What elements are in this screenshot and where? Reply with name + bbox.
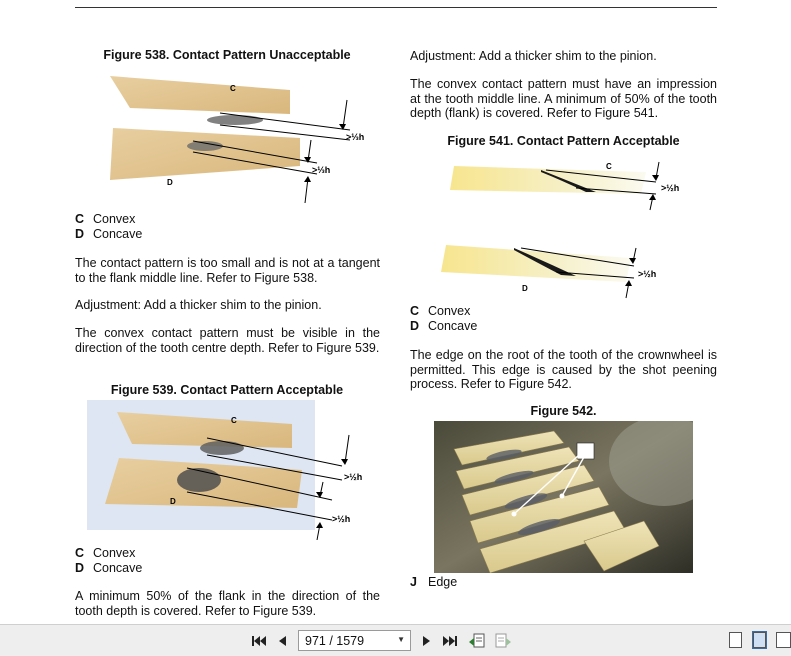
paragraph: Adjustment: Add a thicker shim to the pi… (410, 49, 657, 63)
viewer-toolbar: 971 / 1579 ▼ (0, 624, 791, 656)
convex-label: C (231, 416, 237, 425)
half-h-label-top: >½h (661, 183, 679, 193)
figure-542-photo (434, 421, 693, 573)
figure-539-caption: Figure 539. Contact Pattern Acceptable (110, 383, 344, 397)
figure-539: C D >½h >½h (87, 400, 377, 540)
page-forward-icon[interactable] (493, 631, 513, 651)
single-page-view-icon[interactable] (729, 632, 742, 648)
figure-541-caption: Figure 541. Contact Pattern Acceptable (447, 134, 680, 148)
paragraph: The convex contact pattern must be visib… (75, 326, 380, 355)
figure-538-caption: Figure 538. Contact Pattern Unacceptable (103, 48, 351, 62)
page-back-icon[interactable] (467, 631, 487, 651)
paragraph: A minimum 50% of the flank in the direct… (75, 589, 380, 618)
skip-last-icon[interactable] (441, 631, 459, 651)
third-h-label-bottom: >⅓h (312, 165, 330, 175)
figure-542-caption: Figure 542. (530, 404, 597, 418)
paragraph: The convex contact pattern must have an … (410, 77, 717, 120)
figure-538: C D >⅓h >⅓h (105, 68, 375, 210)
concave-label: D (522, 284, 528, 293)
concave-label: D (170, 497, 176, 506)
page-indicator: 971 / 1579 (305, 633, 365, 648)
concave-label: D (167, 178, 173, 187)
convex-label: C (230, 84, 236, 93)
paragraph: The contact pattern is too small and is … (75, 256, 380, 285)
continuous-view-icon[interactable] (752, 631, 767, 649)
top-rule (75, 7, 717, 8)
paragraph: Adjustment: Add a thicker shim to the pi… (75, 298, 322, 312)
prev-page-icon[interactable] (274, 631, 290, 651)
page-number-select[interactable]: 971 / 1579 ▼ (298, 630, 411, 651)
skip-first-icon[interactable] (250, 631, 268, 651)
paragraph: The edge on the root of the tooth of the… (410, 348, 717, 391)
half-h-label-bottom: >½h (332, 514, 350, 524)
convex-label: C (606, 162, 612, 171)
chevron-down-icon: ▼ (397, 635, 405, 644)
document-page: Figure 538. Contact Pattern Unacceptable (75, 7, 717, 618)
half-h-label-top: >½h (344, 472, 362, 482)
two-page-view-icon[interactable] (776, 632, 791, 648)
half-h-label-bottom: >½h (638, 269, 656, 279)
figure-541: C D >½h >½h (436, 150, 690, 300)
third-h-label-top: >⅓h (346, 132, 364, 142)
next-page-icon[interactable] (419, 631, 435, 651)
